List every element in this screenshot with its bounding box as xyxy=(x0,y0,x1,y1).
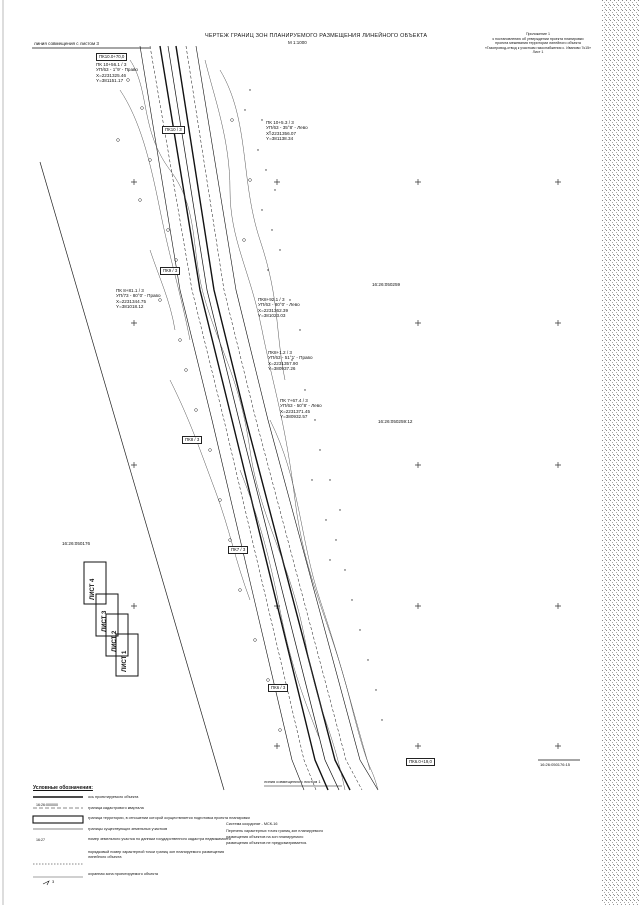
drawing-scale: М 1:1000 xyxy=(288,40,307,45)
picket-line: УП/63 - 50°8' - Лево xyxy=(280,403,322,409)
picket-line: ПК8+92.1 / 3 xyxy=(258,297,285,302)
picket-line: Y=380937.26 xyxy=(268,366,296,372)
picket-line: Y=381018.12 xyxy=(116,304,144,310)
legend-item: порядковый номер характерной точки грани… xyxy=(88,850,225,859)
legend-item: номер земельного участка по данным госуд… xyxy=(88,837,231,841)
appendix-line: к постановлению об утверждении проекта п… xyxy=(492,36,584,41)
picket-block: ПК8+92.1 / 3 УП/63 - 80°0' - Лево X=2231… xyxy=(258,297,300,319)
picket-line: Y=381023.03 xyxy=(258,313,286,319)
picket-line: X=2231357.90 xyxy=(268,360,299,366)
picket-line: ПК 8+81.1 / 3 xyxy=(116,288,144,293)
match-line-bottom: линия совмещения с листом 1 xyxy=(264,779,321,784)
picket-line: УП/63 - 1°9' - Право xyxy=(96,67,138,73)
cadastral-label: 16:26:050176:15 xyxy=(540,762,571,767)
picket-line: УП/63 - 80°0' - Лево xyxy=(258,302,300,308)
legend-item: охранная зона проектируемого объекта xyxy=(88,872,159,876)
legend-note: Система координат - МСК-16 xyxy=(226,822,278,826)
dot-field xyxy=(244,89,383,721)
picket-label: ПК10.0+70,0 xyxy=(96,53,128,61)
picket-label: ПК8 / 3 xyxy=(182,436,203,444)
legend-item: граница территории, в отношении которой … xyxy=(88,816,250,820)
sheet-label: ЛИСТ 1 xyxy=(122,650,128,672)
picket-block: ПК 8+81.1 / 3 УП/73 - 80°0' - Право X=22… xyxy=(116,288,161,310)
picket-block: ПК 7+67.4 / 3 УП/63 - 50°8' - Лево X=223… xyxy=(280,398,322,420)
legend-note: размещения объектов не предусматривается… xyxy=(226,841,308,845)
cadastral-label: 16:26:050259:12 xyxy=(378,419,413,424)
picket-label: ПК9 / 3 xyxy=(160,267,181,275)
picket-line: X=2231362.39 xyxy=(258,307,289,313)
picket-line: ПК 10+56.1 / 3 xyxy=(96,62,127,67)
appendix-line: «Газопровод-отвод к участкам газоснабжен… xyxy=(484,45,592,50)
legend-sample-label: 3 xyxy=(52,879,55,884)
picket-line: УП/63 - 35°8' - Лево xyxy=(266,125,308,131)
picket-line: X=2231371.45 xyxy=(280,408,311,414)
picket-line: Y=381138.34 xyxy=(266,136,294,142)
picket-line: Y=381151.17 xyxy=(96,78,124,84)
picket-line: X=2231325.46 xyxy=(96,72,127,78)
picket-line: X=2231344.75 xyxy=(116,298,147,304)
appendix-line: проекта межевания территории линейного о… xyxy=(495,41,581,46)
picket-block: ПК8+1.2 / 3 УП/63 - 51°1' - Право X=2231… xyxy=(268,350,313,372)
picket-label: ПК10 / 3 xyxy=(162,126,185,134)
sheet-1: ЛИСТ 1 xyxy=(116,634,138,676)
legend-item: граница кадастрового квартала xyxy=(88,806,144,810)
legend-item: ось проектируемого объекта xyxy=(88,795,139,799)
picket-line: УП/73 - 80°0' - Право xyxy=(116,293,161,299)
appendix-line: Лист 1 xyxy=(532,50,544,55)
picket-label: ПК6.0+19,0 xyxy=(406,758,435,766)
appendix-line: Приложение 1 xyxy=(525,32,551,36)
legend-sample-label: 16:27 xyxy=(36,838,45,842)
picket-line: X=2231356.07 xyxy=(266,130,297,136)
cadastral-label: 16:26:050259 xyxy=(372,282,401,287)
sheet-index xyxy=(83,561,139,677)
legend-title: Условные обозначения: xyxy=(33,785,93,791)
appendix-note: Приложение 1 к постановлению об утвержде… xyxy=(478,32,598,55)
picket-label: ПК6 / 3 xyxy=(268,684,289,692)
picket-block: ПК 10+5.3 / 3 УП/63 - 35°8' - Лево X=223… xyxy=(266,120,308,142)
scan-edge-noise xyxy=(602,0,640,905)
picket-line: Y=380932.57 xyxy=(280,414,308,420)
drawing-title: ЧЕРТЕЖ ГРАНИЦ ЗОН ПЛАНИРУЕМОГО РАЗМЕЩЕНИ… xyxy=(205,33,428,39)
picket-label: ПК7 / 3 xyxy=(228,546,249,554)
picket-block: ПК 10+56.1 / 3 УП/63 - 1°9' - Право X=22… xyxy=(96,62,138,84)
picket-line: ПК 10+5.3 / 3 xyxy=(266,120,294,125)
picket-line: УП/63 - 51°1' - Право xyxy=(268,355,313,361)
cadastral-label: 16:26:050176 xyxy=(62,541,91,546)
picket-line: ПК 7+67.4 / 3 xyxy=(280,398,308,403)
match-line-top: линия совмещения с листом 3 xyxy=(34,41,99,46)
legend-item: границы существующих земельных участков xyxy=(88,827,168,831)
legend-sample-label: 16:26:000000 xyxy=(36,803,58,807)
picket-line: ПК8+1.2 / 3 xyxy=(268,350,292,355)
legend-note: размещения объектов на зон планируемого xyxy=(226,835,304,839)
legend-note: Перечень характерных точек границ зон пл… xyxy=(226,829,324,833)
